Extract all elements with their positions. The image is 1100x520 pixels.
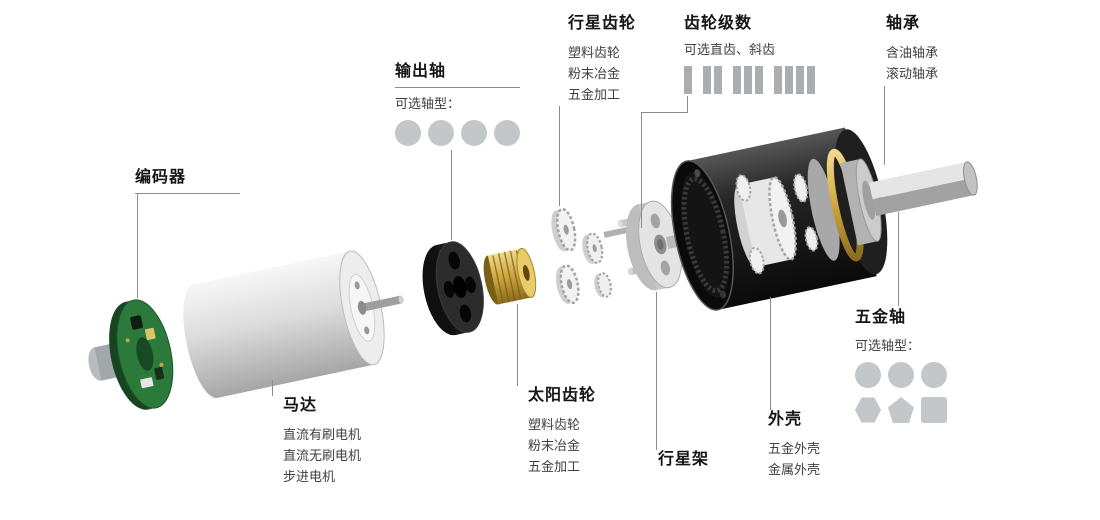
gear-stage-bar [785, 66, 793, 94]
metal-shaft-title: 五金轴 [855, 309, 907, 326]
label-motor: 马达 直流有刷电机 直流无刷电机 步进电机 [283, 396, 361, 487]
planetary-gear-items: 塑料齿轮 粉末冶金 五金加工 [568, 42, 636, 105]
metal-shaft-icons-row2 [855, 397, 947, 423]
metal-shaft-subtitle: 可选轴型： [855, 338, 921, 353]
internal-gear-train [734, 158, 840, 275]
gear-stage-group-icon [774, 66, 815, 94]
shaft-type-circle-icon [428, 120, 454, 146]
shaft-type-circle-icon [395, 120, 421, 146]
shaft-type-circle-icon [888, 362, 914, 388]
bearing-item: 滚动轴承 [886, 66, 939, 81]
planetary-gears-part [551, 207, 632, 305]
motor-part [183, 250, 404, 398]
output-shaft-type-icons [395, 120, 520, 146]
label-metal-shaft: 五金轴 可选轴型： [855, 308, 947, 423]
bearing-title: 轴承 [886, 15, 921, 32]
sun-gear-item: 塑料齿轮 [528, 417, 581, 432]
planetary-gear-item: 塑料齿轮 [568, 45, 621, 60]
gear-stages-title: 齿轮级数 [684, 15, 753, 32]
shaft-type-square-icon [921, 397, 947, 423]
sun-gear-item: 五金加工 [528, 459, 581, 474]
gear-stage-bar [755, 66, 763, 94]
planetary-gear-item: 粉末冶金 [568, 66, 621, 81]
output-shaft-title: 输出轴 [395, 63, 447, 80]
housing-item: 五金外壳 [768, 441, 821, 456]
sun-gear-title: 太阳齿轮 [528, 387, 597, 404]
gear-stage-bar [807, 66, 815, 94]
gear-stage-bar [744, 66, 752, 94]
gear-stage-bar [714, 66, 722, 94]
motor-item: 直流有刷电机 [283, 427, 362, 442]
housing-items: 五金外壳 金属外壳 [768, 438, 820, 480]
motor-title: 马达 [283, 397, 318, 414]
label-bearing: 轴承 含油轴承 滚动轴承 [886, 14, 938, 84]
planetary-gear-item: 五金加工 [568, 87, 621, 102]
label-output-shaft: 输出轴 可选轴型： [395, 62, 520, 146]
gear-stage-bar [733, 66, 741, 94]
label-housing: 外壳 五金外壳 金属外壳 [768, 410, 820, 480]
label-sun-gear: 太阳齿轮 塑料齿轮 粉末冶金 五金加工 [528, 386, 596, 477]
shaft-type-circle-icon [855, 362, 881, 388]
motor-item: 直流无刷电机 [283, 448, 362, 463]
shaft-type-circle-icon [921, 362, 947, 388]
label-planetary-gear: 行星齿轮 塑料齿轮 粉末冶金 五金加工 [568, 14, 636, 105]
leader-lines [135, 86, 899, 450]
gear-stages-subtitle: 可选直齿、斜齿 [684, 42, 776, 57]
gear-stage-bar [774, 66, 782, 94]
shaft-type-pentagon-icon [888, 397, 914, 423]
planet-carrier-part [617, 200, 688, 291]
planetary-gear-title: 行星齿轮 [568, 15, 637, 32]
shaft-type-circle-icon [494, 120, 520, 146]
encoder-part [88, 299, 174, 410]
housing-title: 外壳 [768, 411, 803, 428]
planet-carrier-title: 行星架 [658, 451, 710, 468]
output-shaft-subtitle: 可选轴型： [395, 96, 461, 111]
housing-item: 金属外壳 [768, 462, 821, 477]
sun-gear-item: 粉末冶金 [528, 438, 581, 453]
gear-stage-bar [684, 66, 692, 94]
gear-stage-bar [796, 66, 804, 94]
encoder-title: 编码器 [135, 169, 187, 186]
bearing-items: 含油轴承 滚动轴承 [886, 42, 938, 84]
end-cap-part [422, 241, 484, 336]
gear-stage-icons [684, 66, 815, 94]
sun-gear-part [483, 247, 537, 305]
label-encoder: 编码器 [135, 168, 186, 188]
label-gear-stages: 齿轮级数 可选直齿、斜齿 [684, 14, 815, 94]
bearing-part [826, 148, 882, 262]
label-planet-carrier: 行星架 [658, 450, 709, 470]
metal-shaft-icons-row1 [855, 362, 947, 388]
sun-gear-items: 塑料齿轮 粉末冶金 五金加工 [528, 414, 596, 477]
motor-item: 步进电机 [283, 469, 336, 484]
shaft-type-hexagon-icon [855, 397, 881, 423]
output-shaft-part [869, 161, 978, 216]
gear-stage-bar [703, 66, 711, 94]
shaft-type-circle-icon [461, 120, 487, 146]
gear-stage-group-icon [684, 66, 692, 94]
motor-items: 直流有刷电机 直流无刷电机 步进电机 [283, 424, 361, 487]
gear-stage-group-icon [703, 66, 722, 94]
bearing-item: 含油轴承 [886, 45, 939, 60]
housing-part [670, 127, 888, 311]
gear-stage-group-icon [733, 66, 763, 94]
